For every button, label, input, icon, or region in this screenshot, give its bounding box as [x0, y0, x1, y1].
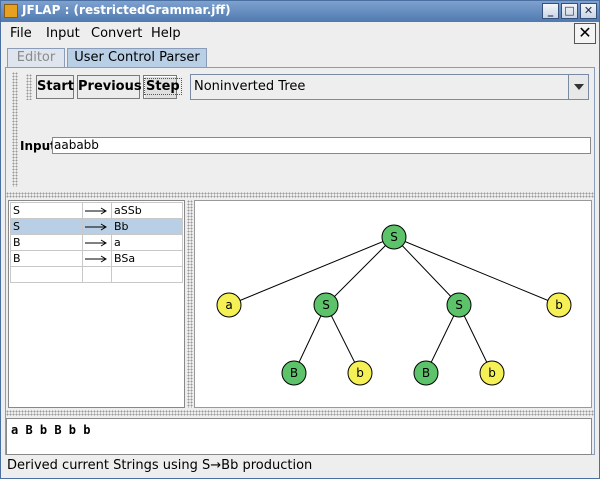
- production-row[interactable]: S Bb: [10, 218, 183, 235]
- tree-node-label: B: [422, 366, 430, 380]
- split-divider-bottom[interactable]: [6, 410, 594, 416]
- tree-node-nonterminal[interactable]: S: [446, 292, 472, 318]
- menu-input[interactable]: Input: [46, 26, 80, 41]
- window-title: JFLAP : (restrictedGrammar.jff): [22, 3, 231, 17]
- production-lhs[interactable]: B: [10, 234, 83, 251]
- input-label: Input: [20, 139, 56, 153]
- production-lhs[interactable]: S: [10, 218, 83, 235]
- tree-node-label: S: [455, 298, 463, 312]
- tab-user-control-parser[interactable]: User Control Parser: [67, 48, 207, 68]
- previous-button[interactable]: Previous: [77, 75, 142, 99]
- tree-node-label: S: [322, 298, 330, 312]
- production-arrow: [82, 234, 112, 251]
- tree-node-label: b: [488, 366, 496, 380]
- tree-node-circle: [413, 360, 439, 386]
- production-arrow: [82, 202, 112, 219]
- tree-edge: [325, 236, 395, 306]
- derivation-output: a B b B b b: [6, 418, 592, 455]
- production-row[interactable]: B BSa: [10, 250, 183, 267]
- tree-edge: [425, 304, 460, 374]
- tree-node-circle: [347, 360, 373, 386]
- tree-node-label: b: [356, 366, 364, 380]
- split-divider-horizontal[interactable]: [6, 192, 594, 198]
- tab-bar: Editor User Control Parser: [1, 45, 599, 68]
- tree-node-circle: [216, 292, 242, 318]
- derivation-text: a B b B b b: [11, 423, 91, 437]
- menu-file[interactable]: File: [10, 26, 32, 41]
- tree-edge: [293, 304, 327, 374]
- view-select-value: Noninverted Tree: [194, 79, 306, 94]
- close-tab-button[interactable]: ✕: [574, 23, 596, 44]
- arrow-right-icon: [85, 239, 107, 247]
- production-rhs[interactable]: a: [111, 234, 183, 251]
- menu-convert[interactable]: Convert: [91, 26, 143, 41]
- tree-node-circle: [446, 292, 472, 318]
- tree-node-circle: [546, 292, 572, 318]
- tree-node-terminal[interactable]: a: [216, 292, 242, 318]
- production-rhs[interactable]: Bb: [111, 218, 183, 235]
- production-arrow: [82, 266, 112, 283]
- chevron-down-icon[interactable]: [568, 75, 588, 99]
- production-lhs[interactable]: B: [10, 250, 83, 267]
- toolbar-handle[interactable]: [26, 74, 32, 100]
- tree-edge: [325, 304, 361, 374]
- production-arrow: [82, 218, 112, 235]
- arrow-right-icon: [85, 255, 107, 263]
- production-rhs[interactable]: [111, 266, 183, 283]
- window-close-button[interactable]: ✕: [580, 3, 597, 19]
- production-rhs[interactable]: aSSb: [111, 202, 183, 219]
- menu-help[interactable]: Help: [151, 26, 181, 41]
- tree-edge: [228, 236, 395, 306]
- tree-node-label: S: [390, 230, 398, 244]
- tree-node-label: a: [225, 298, 232, 312]
- tree-node-nonterminal[interactable]: S: [381, 224, 407, 250]
- tree-node-circle: [479, 360, 505, 386]
- tree-node-circle: [381, 224, 407, 250]
- input-field[interactable]: aababb: [52, 137, 591, 154]
- tree-node-terminal[interactable]: b: [347, 360, 373, 386]
- step-button[interactable]: Step: [143, 75, 182, 99]
- tree-node-terminal[interactable]: b: [479, 360, 505, 386]
- app-icon: [4, 4, 18, 18]
- production-row[interactable]: [10, 266, 183, 283]
- view-select[interactable]: Noninverted Tree: [190, 74, 589, 100]
- arrow-right-icon: [85, 223, 107, 231]
- tree-node-label: B: [290, 366, 298, 380]
- tree-edge: [458, 304, 493, 374]
- tree-node-circle: [281, 360, 307, 386]
- production-lhs[interactable]: [10, 266, 83, 283]
- tree-node-nonterminal[interactable]: S: [313, 292, 339, 318]
- toolbar-grip[interactable]: [12, 72, 18, 187]
- tree-edge: [393, 236, 560, 306]
- arrow-right-icon: [85, 207, 107, 215]
- step-button-label: Step: [144, 78, 182, 95]
- start-button[interactable]: Start: [36, 75, 74, 99]
- tree-node-nonterminal[interactable]: B: [413, 360, 439, 386]
- tree-node-label: b: [555, 298, 563, 312]
- tab-editor[interactable]: Editor: [7, 48, 65, 68]
- tree-node-terminal[interactable]: b: [546, 292, 572, 318]
- production-arrow: [82, 250, 112, 267]
- tree-edge: [393, 236, 460, 306]
- title-bar[interactable]: JFLAP : (restrictedGrammar.jff) _ □ ✕: [1, 1, 599, 22]
- production-lhs[interactable]: S: [10, 202, 83, 219]
- tree-node-circle: [313, 292, 339, 318]
- production-rhs[interactable]: BSa: [111, 250, 183, 267]
- status-message: Derived current Strings using S→Bb produ…: [7, 458, 313, 473]
- maximize-button[interactable]: □: [561, 3, 578, 19]
- tree-node-nonterminal[interactable]: B: [281, 360, 307, 386]
- minimize-button[interactable]: _: [542, 3, 559, 19]
- menu-bar: File Input Convert Help ✕: [1, 22, 599, 45]
- split-divider-vertical[interactable]: [187, 200, 193, 408]
